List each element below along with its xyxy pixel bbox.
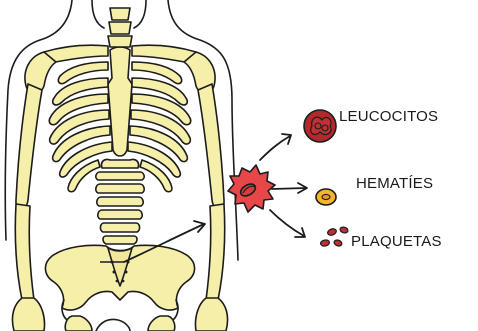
femur-neck-center [96,319,130,331]
label-leucocitos: LEUCOCITOS [339,108,438,125]
platelet-icon [320,226,349,247]
label-hematies: HEMATÍES [356,175,433,192]
leucocyte-icon [304,110,336,142]
hand-right [195,298,227,331]
hand-left [12,298,44,331]
forearm-right [206,204,225,308]
humerus-left [16,84,42,210]
skeleton-illustration [5,0,238,331]
arrow-icon [270,210,305,237]
femur-right [148,316,175,331]
forearm-left [15,204,34,308]
label-plaquetas: PLAQUETAS [351,233,442,250]
arrow-icon [260,134,291,160]
arrow-icon [272,183,307,193]
femur-left [65,316,92,331]
sternum [108,47,132,156]
erythrocyte-icon [316,189,336,205]
humerus-right [198,84,224,210]
